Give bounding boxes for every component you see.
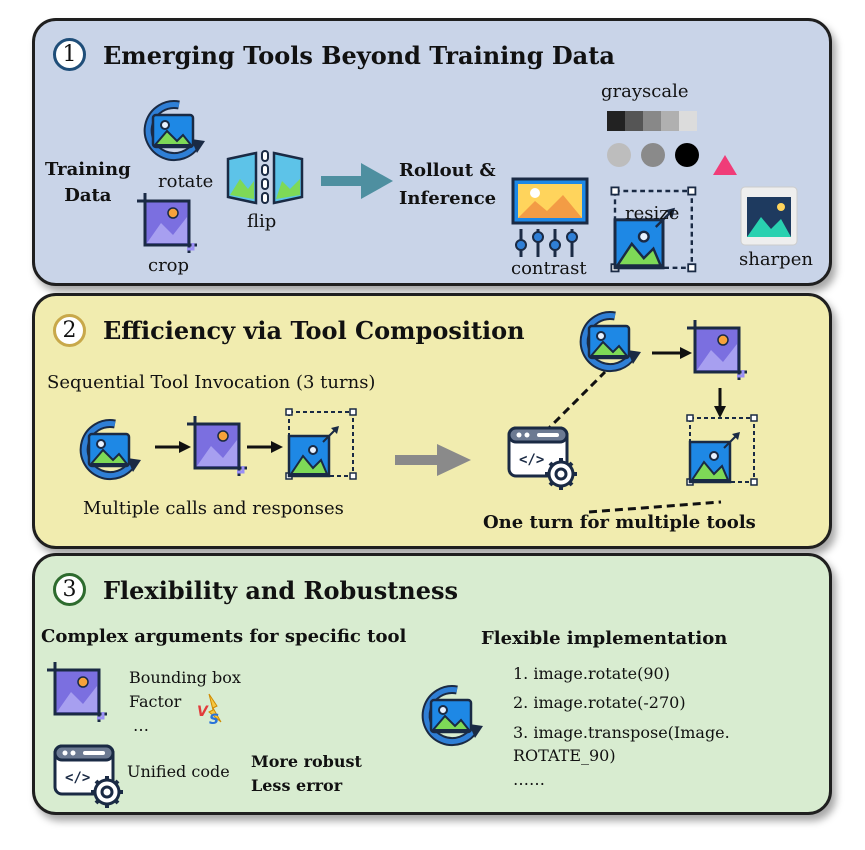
rotate-label: rotate bbox=[158, 171, 214, 192]
crop-label: crop bbox=[148, 255, 190, 276]
section-number-badge: 2 bbox=[53, 314, 86, 347]
contrast-icon bbox=[511, 177, 589, 257]
factor-label: Factor bbox=[129, 692, 182, 711]
unified-code-label: Unified code bbox=[127, 762, 230, 781]
code-line: …… bbox=[513, 770, 545, 789]
more-robust-label: More robust bbox=[251, 752, 362, 771]
code-gear-icon bbox=[507, 426, 579, 492]
rotate-icon bbox=[139, 99, 219, 169]
arrow-icon bbox=[652, 347, 692, 359]
right-arrow-icon bbox=[395, 444, 471, 476]
section-title: Emerging Tools Beyond Training Data bbox=[103, 41, 615, 70]
panel-emerging-tools: 1 Emerging Tools Beyond Training Data Tr… bbox=[32, 18, 832, 286]
section-number-badge: 1 bbox=[53, 38, 86, 71]
sequential-label: Sequential Tool Invocation (3 turns) bbox=[47, 372, 376, 393]
code-gear-icon bbox=[53, 744, 125, 810]
grayscale-label: grayscale bbox=[601, 81, 689, 102]
crop-icon bbox=[45, 660, 109, 724]
down-arrow-icon bbox=[714, 388, 726, 418]
resize-icon bbox=[284, 407, 358, 481]
resize-label: resize bbox=[625, 203, 680, 224]
arrow-icon bbox=[247, 441, 283, 453]
code-line: ROTATE_90) bbox=[513, 746, 616, 765]
one-turn-label: One turn for multiple tools bbox=[483, 512, 756, 533]
sharpen-label: sharpen bbox=[739, 249, 813, 270]
section-title: Efficiency via Tool Composition bbox=[103, 316, 525, 345]
panel-tool-composition: 2 Efficiency via Tool Composition Sequen… bbox=[32, 293, 832, 549]
sharpen-icon bbox=[740, 186, 798, 246]
grayscale-icon bbox=[607, 111, 699, 167]
rotate-icon bbox=[75, 418, 155, 488]
multiple-calls-label: Multiple calls and responses bbox=[83, 498, 344, 519]
training-data-label: Training Data bbox=[45, 159, 131, 206]
code-line: 2. image.rotate(-270) bbox=[513, 693, 686, 712]
triangle-icon bbox=[713, 155, 737, 175]
section-title: Flexibility and Robustness bbox=[103, 576, 459, 605]
vs-letter-v: V bbox=[197, 704, 209, 720]
rollout-inference-label: Rollout & Inference bbox=[399, 160, 497, 209]
crop-icon bbox=[135, 191, 199, 255]
rotate-icon bbox=[575, 310, 655, 380]
section-number-badge: 3 bbox=[53, 573, 86, 606]
complex-args-label: Complex arguments for specific tool bbox=[41, 626, 407, 647]
arrow-icon bbox=[155, 441, 191, 453]
right-arrow-icon bbox=[321, 163, 393, 199]
bounding-box-label: Bounding box bbox=[129, 668, 241, 687]
code-line: 3. image.transpose(Image. bbox=[513, 723, 730, 742]
rotate-icon bbox=[417, 684, 497, 754]
composition-dashed-links bbox=[543, 370, 722, 514]
flexible-impl-label: Flexible implementation bbox=[481, 628, 728, 649]
crop-icon bbox=[685, 318, 749, 382]
resize-icon bbox=[685, 413, 759, 487]
panel-flexibility: 3 Flexibility and Robustness Complex arg… bbox=[32, 553, 832, 815]
contrast-label: contrast bbox=[511, 258, 587, 279]
less-error-label: Less error bbox=[251, 776, 343, 795]
flip-icon bbox=[226, 150, 304, 205]
crop-icon bbox=[185, 414, 249, 478]
ellipsis-label: … bbox=[133, 716, 149, 735]
vs-icon: V S bbox=[197, 693, 222, 728]
code-line: 1. image.rotate(90) bbox=[513, 664, 670, 683]
vs-letter-s: S bbox=[209, 712, 219, 728]
flip-label: flip bbox=[247, 211, 277, 232]
